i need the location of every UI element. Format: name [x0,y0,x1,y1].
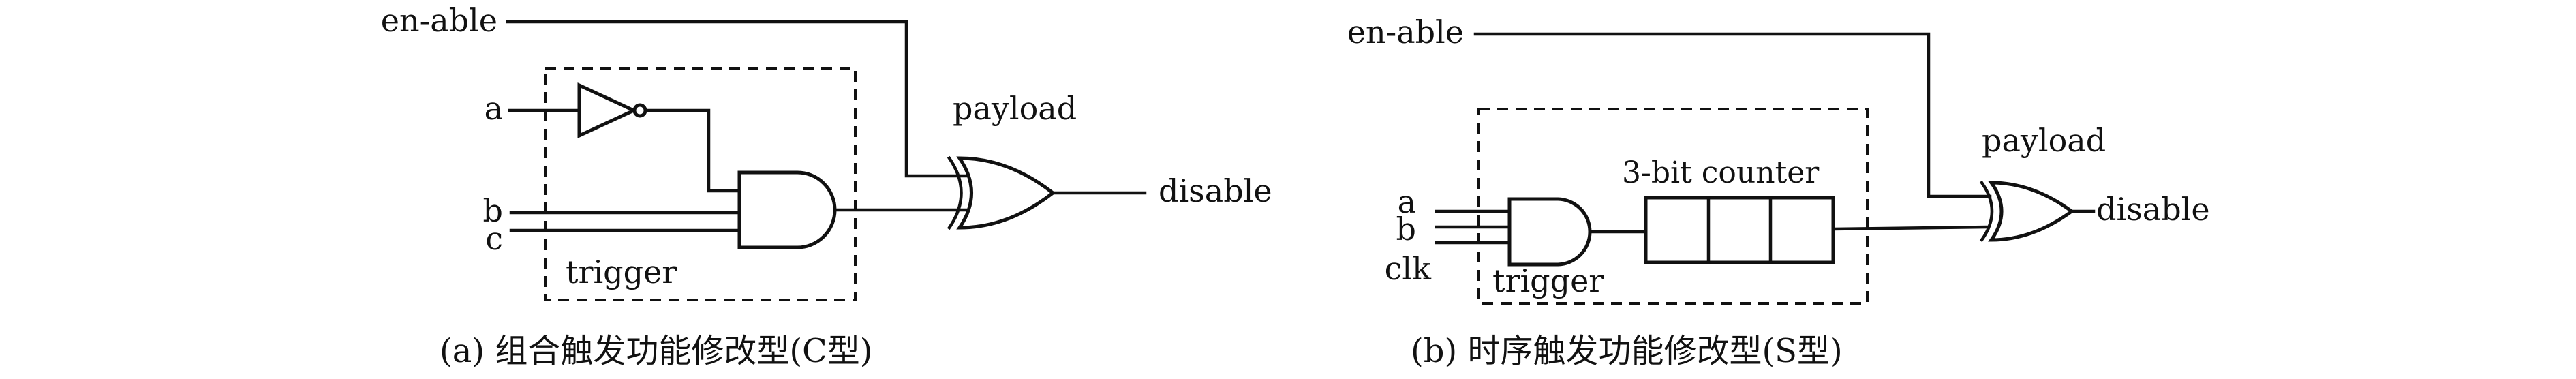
input-b-label-b: b [1396,211,1416,247]
enable-wire-b [1473,32,1992,198]
input-clk-label: clk [1385,250,1432,287]
output-label-b: disable [2096,191,2210,228]
enable-label-a: en-able [381,2,497,39]
output-label-a: disable [1159,172,1272,209]
xor-gate-b [1988,181,2075,242]
input-a-label-b: a [1398,183,1416,220]
and-gate-a [737,170,837,249]
trigger-label-a: trigger [566,254,677,290]
payload-label-b: payload [1982,122,2106,159]
caption-b: (b) 时序触发功能修改型(S型) [1411,332,1843,370]
enable-wire-a [506,20,977,178]
panel-a-combinational-trigger: en-able a b c trigger payload disable (a… [381,2,1272,370]
input-c-label: c [485,220,503,257]
input-b-label: b [483,192,503,229]
counter-output-wire [1831,225,1989,231]
trigger-box-a [544,67,857,301]
not-output-wire [643,108,741,193]
counter-box [1644,196,1835,264]
not-gate-bubble [632,103,647,118]
xor-back-curve-b [1979,180,1994,243]
counter-label: 3-bit counter [1622,155,1820,190]
input-a-label: a [485,90,503,127]
not-gate [577,82,638,138]
panel-b-sequential-trigger: en-able a b clk 3-bit counter trigger pa… [1347,14,2210,370]
and-gate-b [1507,197,1592,267]
xor-back-curve-a [947,155,963,230]
trigger-label-b: trigger [1492,262,1604,299]
trigger-box-b [1477,108,1869,305]
payload-label-a: payload [953,90,1077,127]
enable-label-b: en-able [1347,14,1464,50]
xor-gate-a [956,156,1056,230]
caption-a: (a) 组合触发功能修改型(C型) [440,332,873,370]
